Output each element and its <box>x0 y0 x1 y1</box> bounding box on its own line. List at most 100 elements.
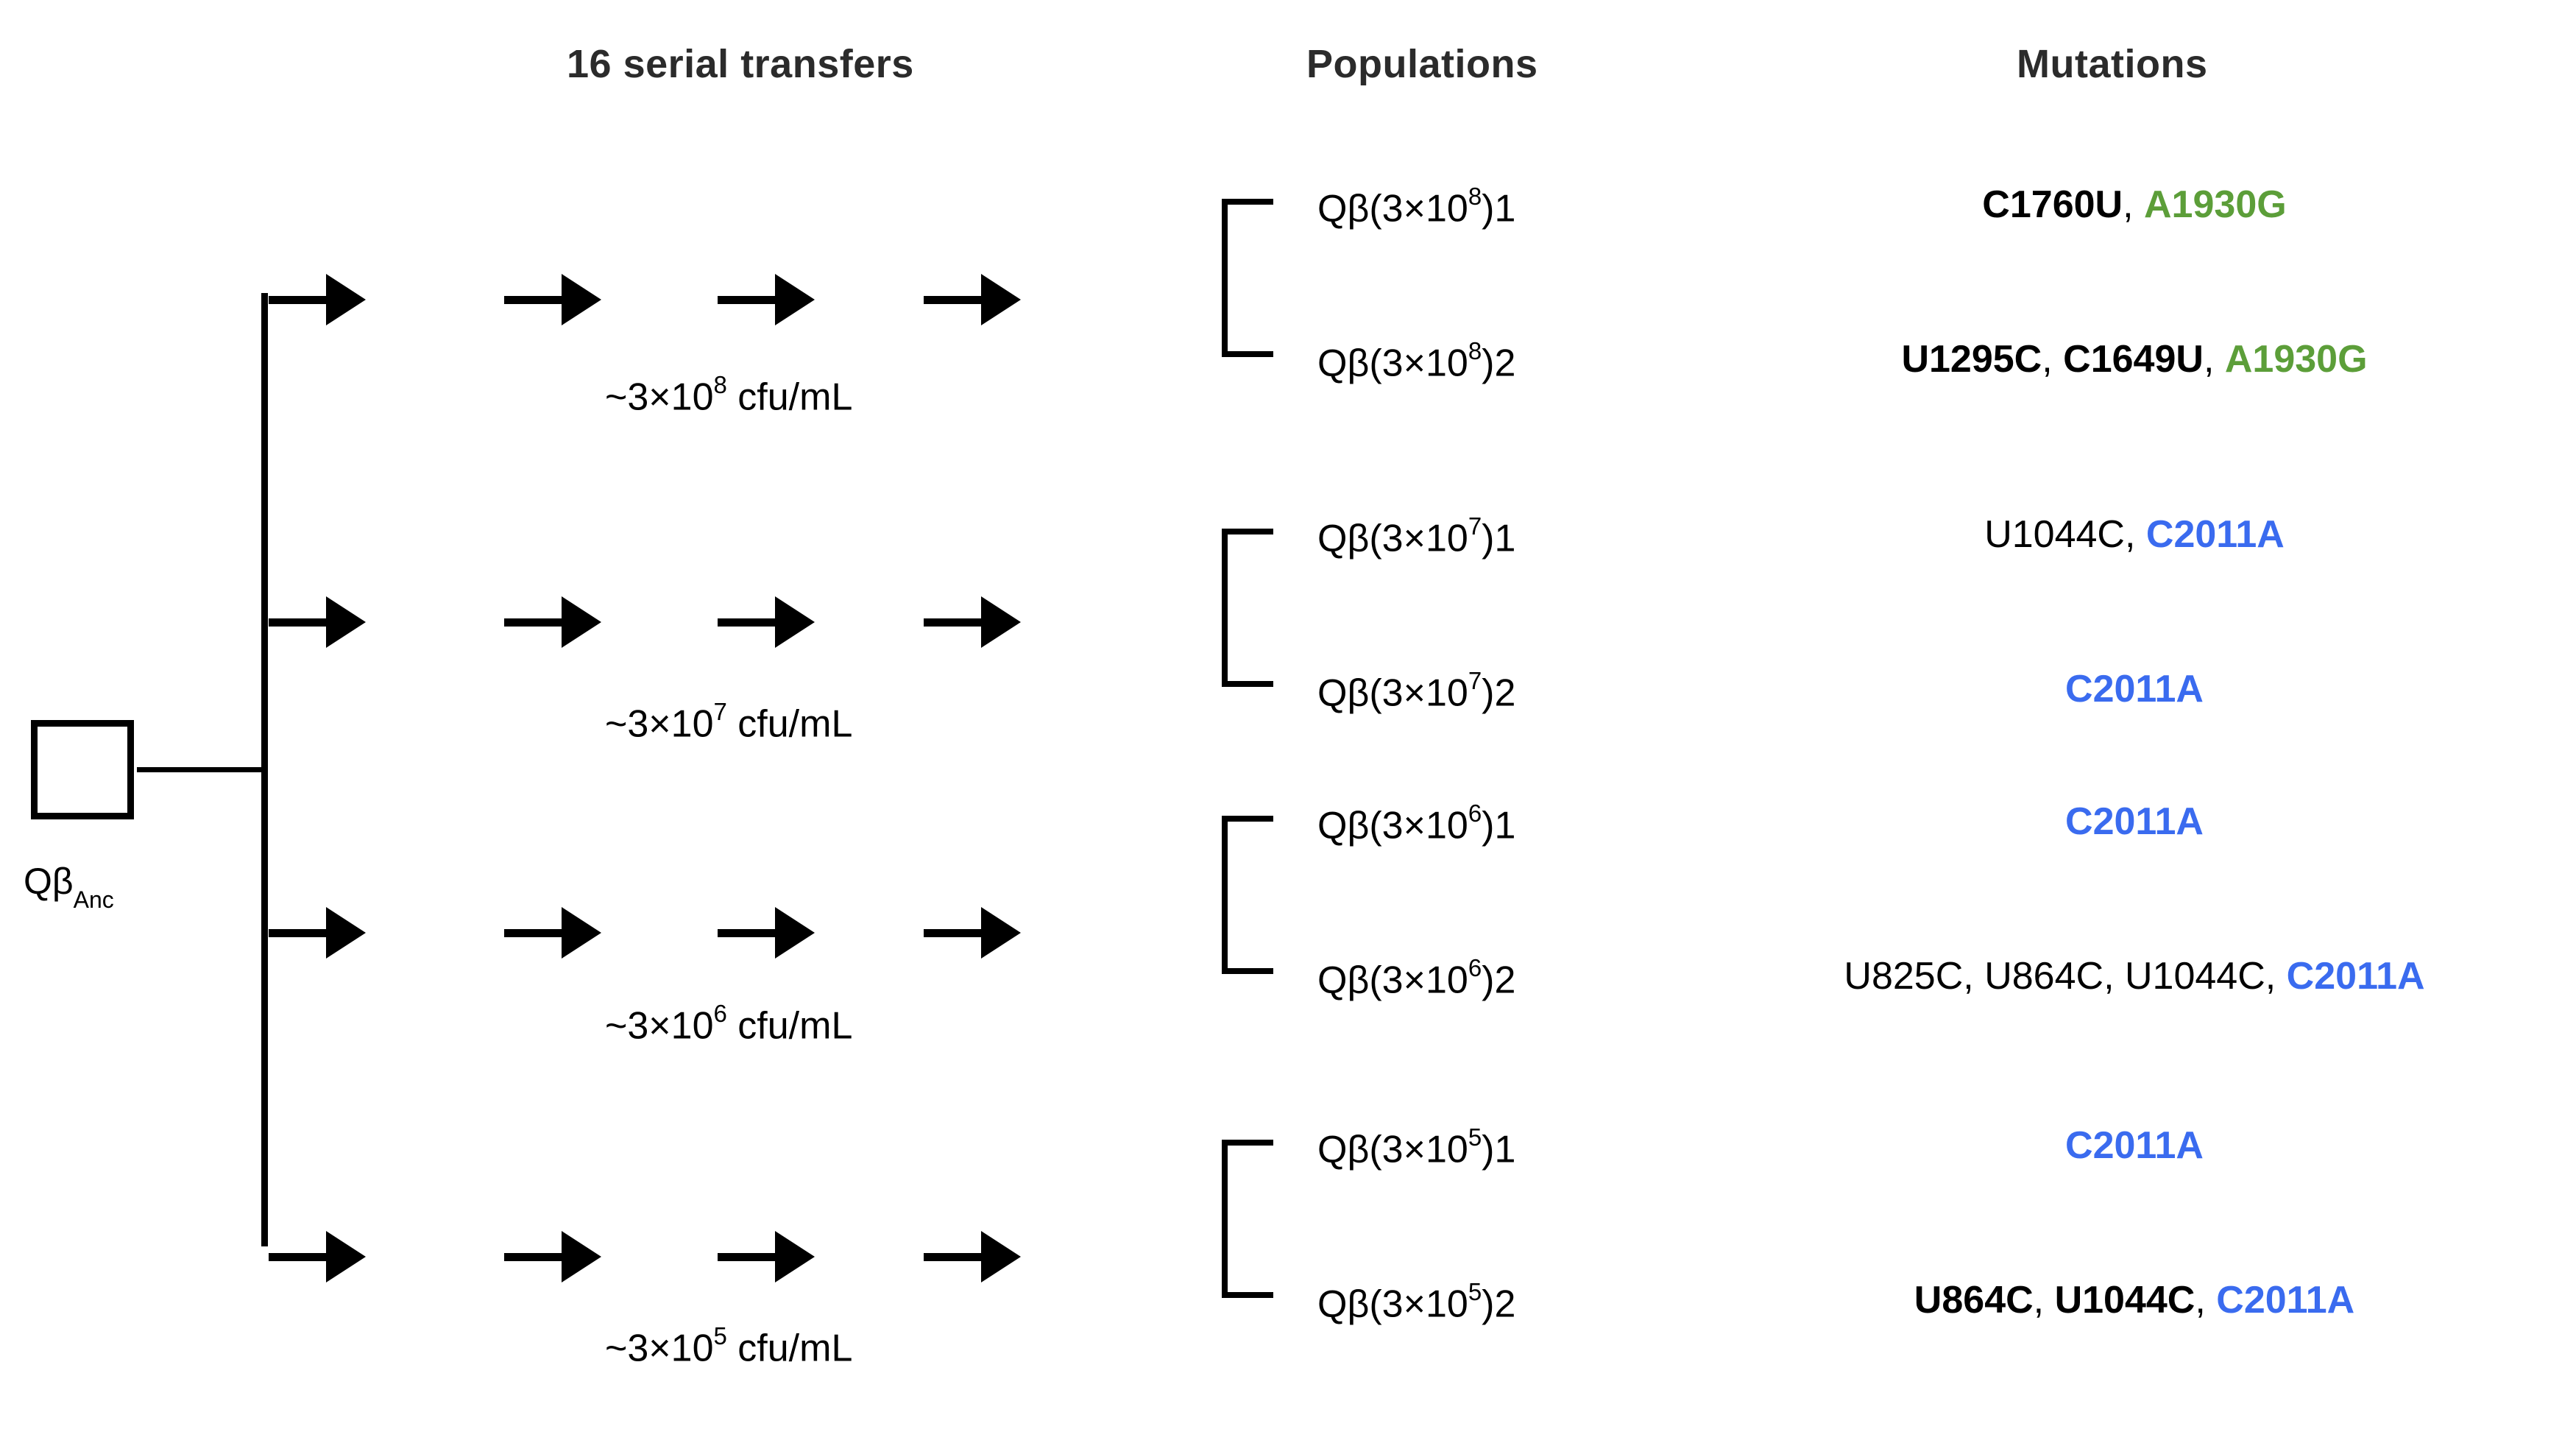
transfer-arrow-icon <box>504 907 601 959</box>
population-label: Qβ(3×108)1 <box>1317 183 1516 230</box>
column-header-transfers: 16 serial transfers <box>567 42 914 86</box>
mutation-item: U1044C <box>2054 1279 2195 1322</box>
mutation-item: A1930G <box>2224 338 2368 381</box>
ancestor-label-subscript: Anc <box>73 886 114 913</box>
arrow-shaft <box>924 296 991 304</box>
cfu-prefix: ~3×10 <box>605 375 714 419</box>
arrow-head <box>775 907 815 959</box>
mutation-item: U1295C <box>1901 338 2042 381</box>
population-suffix: )2 <box>1482 342 1516 385</box>
population-prefix: Qβ(3×10 <box>1317 1282 1468 1326</box>
cfu-exponent: 7 <box>713 698 727 725</box>
cfu-concentration-label: ~3×105 cfu/mL <box>605 1322 853 1370</box>
population-label: Qβ(3×105)1 <box>1317 1123 1516 1171</box>
cfu-prefix: ~3×10 <box>605 1004 714 1048</box>
cfu-exponent: 8 <box>713 371 727 398</box>
mutation-item: C2011A <box>2286 955 2425 998</box>
arrow-shaft <box>269 1253 336 1261</box>
population-group-bracket <box>1222 199 1273 357</box>
mutation-item: C2011A <box>2065 800 2204 843</box>
arrow-shaft <box>718 618 785 627</box>
mutation-item: C2011A <box>2065 1124 2204 1167</box>
arrow-shaft <box>924 618 991 627</box>
population-label: Qβ(3×106)1 <box>1317 800 1516 847</box>
mutation-item: C2011A <box>2145 513 2285 556</box>
population-suffix: )2 <box>1482 959 1516 1002</box>
population-exponent: 8 <box>1468 183 1482 210</box>
arrow-head <box>775 596 815 648</box>
population-exponent: 7 <box>1468 667 1482 694</box>
population-suffix: )2 <box>1482 1282 1516 1326</box>
population-exponent: 6 <box>1468 954 1482 981</box>
arrow-shaft <box>718 1253 785 1261</box>
population-group-bracket <box>1222 816 1273 974</box>
arrow-shaft <box>269 618 336 627</box>
mutation-item: A1930G <box>2144 183 2287 226</box>
mutation-list: U864C, U1044C, C2011A <box>1914 1278 2354 1322</box>
mutation-separator: , <box>2033 1279 2055 1322</box>
mutation-separator: , <box>2124 513 2146 556</box>
mutation-separator: , <box>2195 1279 2217 1322</box>
transfer-arrow-icon <box>924 907 1021 959</box>
mutation-item: U825C <box>1844 955 1964 998</box>
arrow-head <box>775 1231 815 1282</box>
mutation-list: U1295C, C1649U, A1930G <box>1901 337 2367 381</box>
arrow-shaft <box>504 296 572 304</box>
population-exponent: 7 <box>1468 512 1482 540</box>
mutation-item: U1044C <box>1984 513 2125 556</box>
transfer-arrow-icon <box>924 1231 1021 1282</box>
population-label: Qβ(3×107)2 <box>1317 667 1515 715</box>
mutation-list: U825C, U864C, U1044C, C2011A <box>1844 954 2424 998</box>
population-suffix: )1 <box>1482 187 1516 230</box>
population-label: Qβ(3×105)2 <box>1317 1278 1516 1326</box>
column-header-mutations: Mutations <box>2017 42 2208 86</box>
transfer-arrow-icon <box>504 274 601 325</box>
arrow-shaft <box>504 1253 572 1261</box>
cfu-suffix: cfu/mL <box>726 1004 853 1048</box>
transfer-arrow-icon <box>718 596 815 648</box>
mutation-separator: , <box>2042 338 2064 381</box>
mutation-list: U1044C, C2011A <box>1984 512 2285 557</box>
arrow-head <box>562 1231 601 1282</box>
arrow-head <box>775 274 815 325</box>
column-header-populations: Populations <box>1306 42 1538 86</box>
transfer-arrow-icon <box>504 1231 601 1282</box>
population-suffix: )1 <box>1482 517 1516 560</box>
trunk-horizontal-line <box>137 767 266 772</box>
population-prefix: Qβ(3×10 <box>1317 804 1468 847</box>
arrow-shaft <box>924 929 991 937</box>
arrow-shaft <box>504 618 572 627</box>
population-prefix: Qβ(3×10 <box>1317 1128 1468 1171</box>
arrow-head <box>326 1231 366 1282</box>
population-exponent: 5 <box>1468 1123 1482 1151</box>
mutation-separator: , <box>2123 183 2145 226</box>
mutation-item: C1649U <box>2063 338 2204 381</box>
arrow-head <box>981 1231 1021 1282</box>
transfer-arrow-icon <box>504 596 601 648</box>
cfu-concentration-label: ~3×107 cfu/mL <box>605 698 852 746</box>
arrow-shaft <box>718 296 785 304</box>
mutation-separator: , <box>2103 955 2125 998</box>
transfer-arrow-icon <box>924 596 1021 648</box>
population-suffix: )1 <box>1482 804 1516 847</box>
mutation-list: C2011A <box>2065 1123 2204 1168</box>
ancestor-box <box>31 720 134 819</box>
population-prefix: Qβ(3×10 <box>1317 959 1468 1002</box>
population-suffix: )1 <box>1482 1128 1516 1171</box>
population-prefix: Qβ(3×10 <box>1317 342 1468 385</box>
transfer-arrow-icon <box>718 1231 815 1282</box>
transfer-arrow-icon <box>718 274 815 325</box>
arrow-shaft <box>718 929 785 937</box>
transfer-arrow-icon <box>269 274 366 325</box>
mutation-item: C2011A <box>2216 1279 2355 1322</box>
mutation-item: U1044C <box>2124 955 2265 998</box>
cfu-suffix: cfu/mL <box>726 1327 853 1370</box>
trunk-vertical-line <box>261 293 268 1246</box>
cfu-exponent: 6 <box>713 1000 727 1027</box>
arrow-shaft <box>269 296 336 304</box>
mutation-separator: , <box>1963 955 1985 998</box>
mutation-item: U864C <box>1984 955 2104 998</box>
population-label: Qβ(3×108)2 <box>1317 337 1516 385</box>
mutation-list: C2011A <box>2065 800 2204 844</box>
